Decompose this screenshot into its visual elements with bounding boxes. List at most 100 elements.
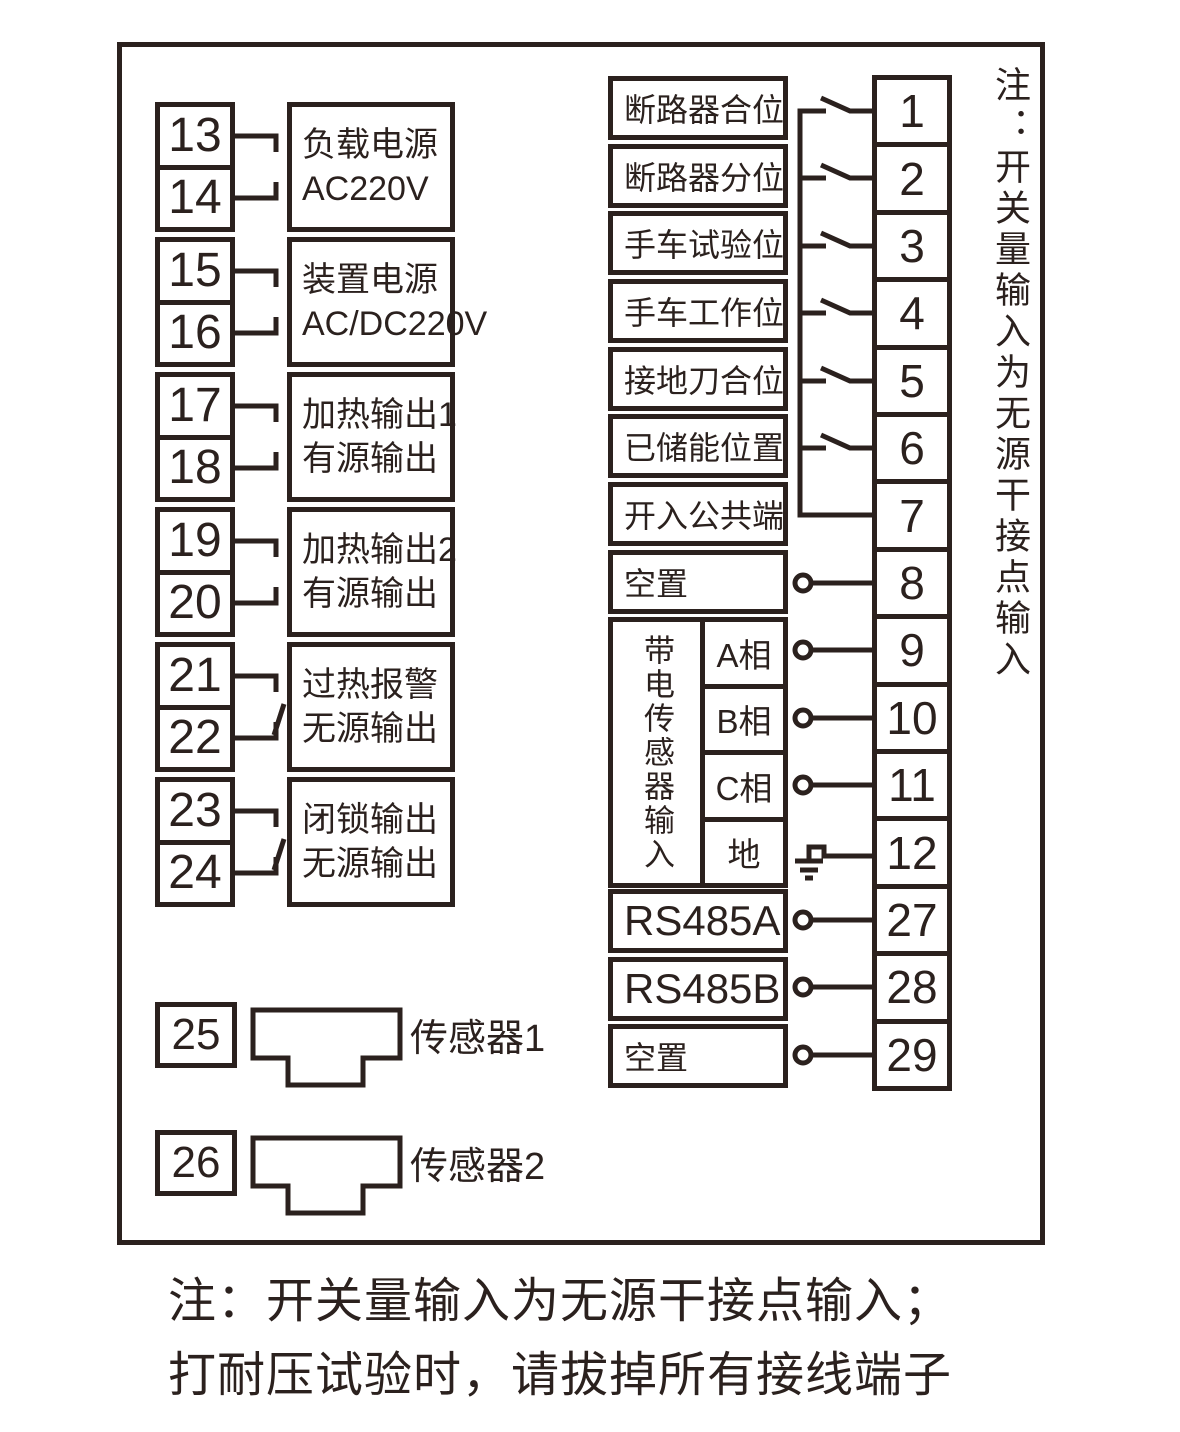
terminal-pair-box: 15 16: [155, 237, 235, 367]
live-sensor-block-label: 带电传感器输入: [639, 633, 674, 872]
switch-contact-icon: [800, 297, 872, 316]
pair-label-line2: AC220V: [302, 170, 429, 208]
pair-label-box: 负载电源 AC220V: [287, 102, 455, 232]
terminal-number: 24: [160, 839, 230, 903]
open-terminal-icon: [792, 707, 872, 729]
right-terminal-column: 1 2 3 4 5 6 7 8 9 10 11 12 27 28 29: [872, 75, 952, 1091]
comm-row-label: RS485B: [608, 957, 788, 1021]
switch-contact-icon: [819, 95, 872, 114]
terminal-number: 19: [168, 513, 222, 567]
terminal-pair-box: 17 18: [155, 372, 235, 502]
terminal-number: 21: [168, 648, 222, 702]
input-row-label: 手车工作位: [608, 279, 788, 343]
bottom-note-line2: 打耐压试验时，请拔掉所有接线端子: [168, 1349, 953, 1402]
terminal-number: 16: [160, 299, 230, 363]
pair-label-line2: 无源输出: [302, 845, 438, 883]
terminal-number: 10: [877, 681, 947, 749]
open-terminal-icon: [792, 976, 872, 998]
pair-label-box: 装置电源 AC/DC220V: [287, 237, 488, 367]
terminal-number: 15: [168, 243, 222, 297]
switch-contact-icon: [800, 432, 872, 451]
sensor-label: 传感器1: [410, 1017, 546, 1060]
side-note: 注：开关量输入为无源干接点输入: [990, 66, 1031, 681]
terminal-number: 3: [877, 209, 947, 277]
input-row-label: 断路器分位: [608, 144, 788, 208]
terminal-number: 23: [168, 783, 222, 837]
terminal-number: 28: [877, 951, 947, 1018]
terminal-number: 12: [877, 816, 947, 883]
open-terminal-icon: [792, 1044, 872, 1066]
rj45-connector-icon: [250, 1007, 403, 1088]
diagram-border: [117, 42, 1045, 1245]
phase-label: A相: [716, 636, 772, 674]
input-row-label: 断路器合位: [608, 76, 788, 140]
terminal-number: 17: [168, 378, 222, 432]
pair-bracket-21-22: [235, 673, 287, 741]
terminal-number: 22: [160, 704, 230, 768]
input-row-label: 已储能位置: [608, 414, 788, 478]
pair-label-box: 加热输出1 有源输出: [287, 372, 457, 502]
open-terminal-icon: [792, 774, 872, 796]
sensor-label: 传感器2: [410, 1145, 546, 1188]
terminal-number: 27: [877, 883, 947, 951]
pair-label-box: 加热输出2 有源输出: [287, 507, 457, 637]
terminal-number: 2: [877, 142, 947, 209]
pair-label-box: 过热报警 无源输出: [287, 642, 455, 772]
terminal-pair-box: 23 24: [155, 777, 235, 907]
terminal-number: 9: [877, 614, 947, 681]
terminal-number: 14: [160, 164, 230, 228]
switch-contact-icon: [800, 162, 872, 181]
pair-label-line1: 加热输出2: [302, 531, 457, 569]
relay-contact-icon: [271, 703, 287, 736]
input-row-label: 手车试验位: [608, 211, 788, 275]
terminal-number: 13: [168, 108, 222, 162]
terminal-pair-box: 19 20: [155, 507, 235, 637]
pair-label-line2: 有源输出: [302, 575, 438, 613]
terminal-number: 11: [877, 749, 947, 816]
pair-label-box: 闭锁输出 无源输出: [287, 777, 455, 907]
open-terminal-icon: [792, 909, 872, 931]
pair-bracket-19-20: [235, 538, 279, 606]
input-row-label: 开入公共端: [608, 482, 788, 546]
comm-row-label: 空置: [608, 1024, 788, 1088]
terminal-box-26: 26: [155, 1130, 237, 1196]
terminal-number: 4: [877, 277, 947, 344]
terminal-number: 20: [160, 569, 230, 633]
pair-label-line1: 闭锁输出: [302, 801, 438, 839]
terminal-pair-box: 13 14: [155, 102, 235, 232]
pair-bracket-23-24: [235, 808, 287, 876]
ground-label: 地: [705, 816, 783, 884]
bottom-note-line1: 注：开关量输入为无源干接点输入；: [168, 1275, 953, 1328]
pair-bracket-15-16: [235, 268, 279, 336]
terminal-box-25: 25: [155, 1002, 237, 1068]
terminal-number: 6: [877, 412, 947, 479]
terminal-number: 8: [877, 546, 947, 614]
ground-icon: [795, 844, 872, 881]
terminal-number: 1: [899, 85, 925, 138]
pair-label-line1: 负载电源: [302, 126, 438, 164]
phase-column: A相 B相 C相 地: [700, 622, 783, 883]
input-row-label: 空置: [608, 550, 788, 614]
pair-bracket-17-18: [235, 403, 279, 471]
terminal-pair-box: 21 22: [155, 642, 235, 772]
terminal-number: 7: [877, 479, 947, 546]
rj45-connector-icon: [250, 1135, 403, 1216]
terminal-number: 29: [877, 1018, 947, 1086]
open-terminal-icon: [792, 572, 872, 594]
pair-label-line1: 过热报警: [302, 666, 438, 704]
pair-label-line1: 装置电源: [302, 261, 438, 299]
pair-label-line2: AC/DC220V: [302, 305, 488, 343]
terminal-number: 18: [160, 434, 230, 498]
terminal-number: 26: [171, 1138, 221, 1187]
pair-bracket-13-14: [235, 133, 279, 201]
input-row-label: 接地刀合位: [608, 347, 788, 411]
terminal-number: 5: [877, 344, 947, 412]
switch-contact-icon: [800, 230, 872, 249]
pair-label-line1: 加热输出1: [302, 396, 457, 434]
terminal-number: 25: [171, 1010, 221, 1059]
phase-label: C相: [705, 750, 783, 817]
pair-label-line2: 有源输出: [302, 440, 438, 478]
open-terminal-icon: [792, 639, 872, 661]
